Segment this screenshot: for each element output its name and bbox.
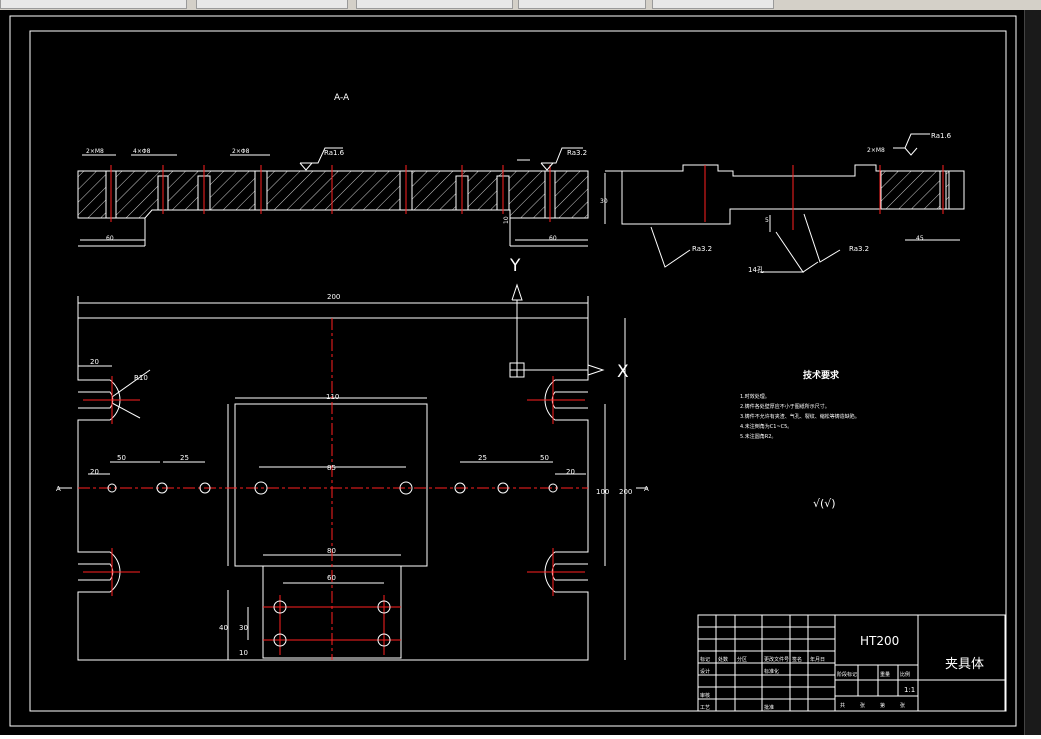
dim-25a: 25 xyxy=(180,454,189,462)
roughness-1: Ra1.6 xyxy=(324,149,345,157)
tech-item-5: 5.未注圆角R2。 xyxy=(740,433,776,440)
dim-30: 30 xyxy=(239,624,248,632)
tb-label-standard: 标准化 xyxy=(764,668,779,675)
tb-label-review: 审核 xyxy=(700,692,710,699)
dim-80: 80 xyxy=(327,547,336,555)
dim-side-30: 30 xyxy=(600,198,608,205)
dim-sec-60b: 60 xyxy=(549,235,557,242)
tb-label-count: 处数 xyxy=(718,656,728,663)
tab-5[interactable] xyxy=(652,0,774,9)
dim-60: 60 xyxy=(327,574,336,582)
tab-1[interactable] xyxy=(0,0,187,9)
drawing-canvas[interactable]: A-A xyxy=(0,10,1041,735)
dim-side-top: 2×M8 xyxy=(867,147,885,154)
roughness-3: Ra3.2 xyxy=(692,245,712,253)
dim-25b: 25 xyxy=(478,454,487,462)
roughness-5: Ra1.6 xyxy=(931,132,952,140)
section-body xyxy=(77,170,589,219)
section-mark-right: A xyxy=(644,485,649,493)
plan-view: 200 110 85 80 60 20 20 20 50 50 25 25 R1… xyxy=(56,293,649,661)
side-view: Ra3.2 Ra3.2 Ra1.6 2×M8 14孔 30 5 45 xyxy=(600,132,965,274)
section-aa-view: A-A xyxy=(77,93,589,247)
section-dim-ext xyxy=(78,218,588,247)
inner-frame xyxy=(29,30,1007,712)
vertical-scrollbar[interactable] xyxy=(1024,10,1041,735)
tb-scale: 1:1 xyxy=(904,686,915,694)
ucs-y-label: Y xyxy=(509,256,521,276)
tb-stage-mark: 阶段标记 xyxy=(837,671,857,678)
technical-requirements: 技术要求 1.时效处理。 2.铸件各处壁厚应不小于图纸所示尺寸。 3.铸件不允许… xyxy=(740,369,860,510)
tb-footer-no: 第 xyxy=(880,702,885,709)
tech-item-4: 4.未注倒角为C1~C5。 xyxy=(740,423,792,430)
dim-radius: R10 xyxy=(134,374,148,382)
tb-label-sign: 签名 xyxy=(792,656,802,663)
dim-200-vertical: 200 xyxy=(619,488,632,496)
tab-3[interactable] xyxy=(356,0,513,9)
tech-title: 技术要求 xyxy=(803,369,840,381)
dim-20a: 20 xyxy=(90,358,99,366)
tb-label-zone: 分区 xyxy=(737,656,747,663)
dim-top-a: 2×M8 xyxy=(86,148,104,155)
tech-item-2: 2.铸件各处壁厚应不小于图纸所示尺寸。 xyxy=(740,403,830,410)
dim-top-c: 2×Φ8 xyxy=(232,148,250,155)
roughness-4: Ra3.2 xyxy=(849,245,869,253)
dim-110: 110 xyxy=(326,393,339,401)
dim-50a: 50 xyxy=(117,454,126,462)
tb-footer-sheet: 张 xyxy=(900,702,905,709)
title-block xyxy=(697,614,1006,712)
tb-weight: 重量 xyxy=(880,671,890,678)
tb-label-approve: 批准 xyxy=(764,704,774,711)
ucs-x-label: X xyxy=(617,362,629,382)
dim-side-5: 5 xyxy=(765,217,769,224)
tech-item-1: 1.时效处理。 xyxy=(740,393,770,400)
tb-footer-total: 共 xyxy=(840,702,845,709)
tech-item-3: 3.铸件不允许有夹渣、气孔、裂纹、缩松等铸造缺陷。 xyxy=(740,413,860,420)
tb-label-change: 更改文件号 xyxy=(764,656,789,663)
dim-20b: 20 xyxy=(90,468,99,476)
tab-2[interactable] xyxy=(196,0,348,9)
section-mark-left: A xyxy=(56,485,61,493)
tb-ratio: 比例 xyxy=(900,671,910,678)
dim-10: 10 xyxy=(239,649,248,657)
surface-finish-mark: √(√) xyxy=(813,497,836,510)
ucs-axis-icon xyxy=(509,283,605,378)
roughness-2: Ra3.2 xyxy=(567,149,587,157)
tb-label-mark: 标记 xyxy=(700,656,710,663)
tb-material: HT200 xyxy=(860,634,899,648)
section-label: A-A xyxy=(334,93,350,103)
dim-sec-10: 10 xyxy=(503,216,510,224)
tb-label-process: 工艺 xyxy=(700,705,710,711)
tb-label-date: 年月日 xyxy=(810,656,825,663)
dim-top-b: 4×Φ8 xyxy=(133,148,151,155)
dim-200: 200 xyxy=(327,293,340,301)
dim-20c: 20 xyxy=(566,468,575,476)
dim-sec-60a: 60 xyxy=(106,235,114,242)
cad-drawing-svg: A-A xyxy=(9,15,1017,727)
tb-footer-sheets: 张 xyxy=(860,702,865,709)
tb-label-design: 设计 xyxy=(700,668,710,675)
outer-frame xyxy=(9,15,1017,727)
dim-side-45: 45 xyxy=(916,235,924,242)
dim-side-14: 14孔 xyxy=(748,266,764,274)
tab-4[interactable] xyxy=(518,0,646,9)
dim-85: 85 xyxy=(327,464,336,472)
tb-part-name: 夹具体 xyxy=(945,657,984,672)
dim-50b: 50 xyxy=(540,454,549,462)
dim-40: 40 xyxy=(219,624,228,632)
dim-100: 100 xyxy=(596,488,609,496)
